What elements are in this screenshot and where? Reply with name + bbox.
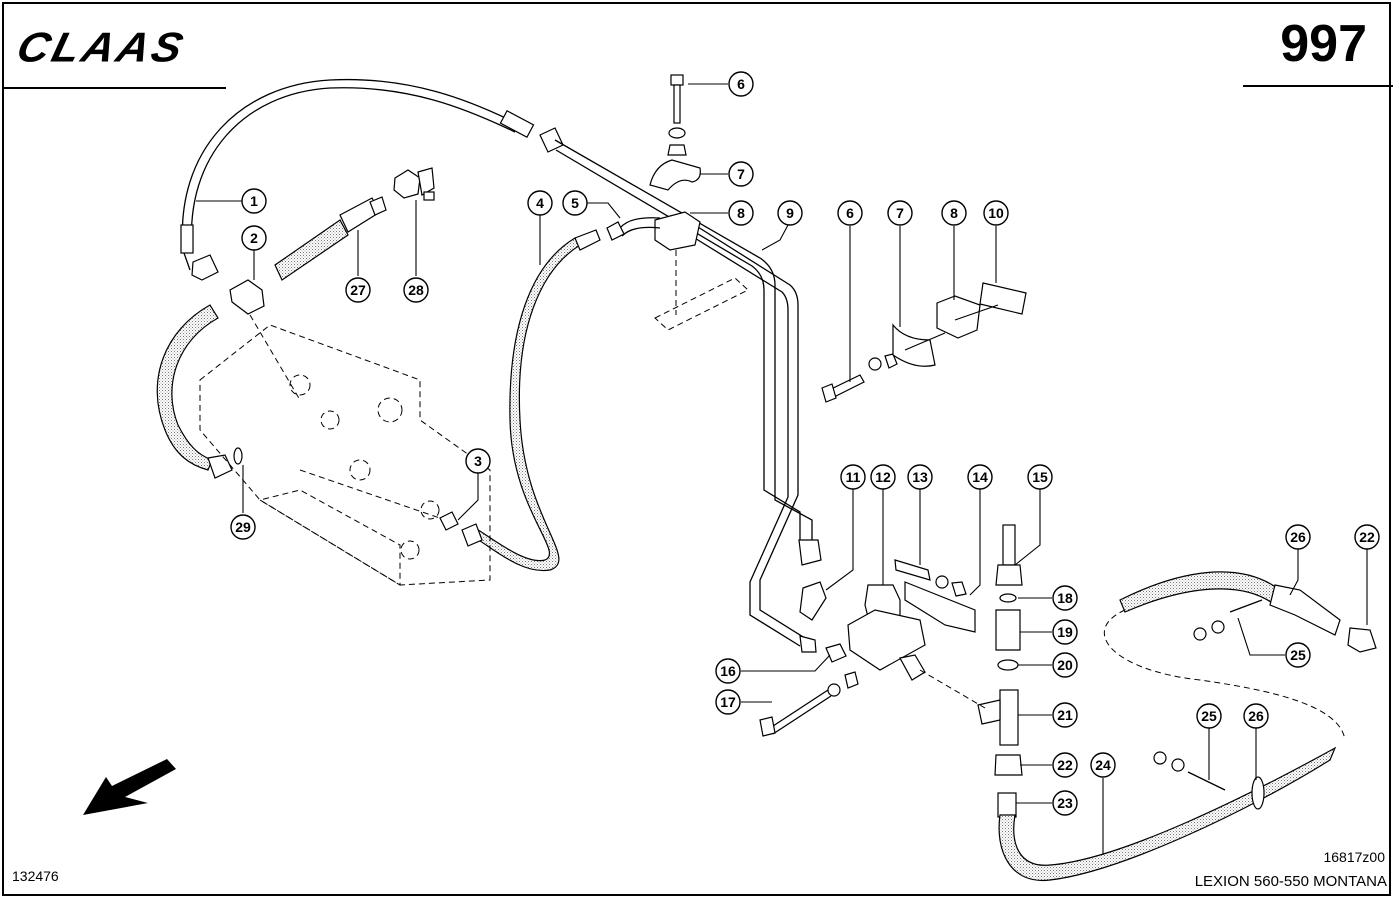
callout-22-lower[interactable]: 22 xyxy=(1052,752,1078,778)
svg-text:11: 11 xyxy=(846,469,861,485)
part-4-hose xyxy=(461,229,601,572)
callout-13[interactable]: 13 xyxy=(907,464,933,490)
svg-text:3: 3 xyxy=(474,453,482,469)
svg-text:17: 17 xyxy=(720,694,736,710)
part-9-pipe xyxy=(539,127,822,653)
part-3-adapter xyxy=(439,511,459,531)
callout-19[interactable]: 19 xyxy=(1052,619,1078,645)
drawing-code: 16817z00 xyxy=(1323,849,1385,865)
callout-6-upper[interactable]: 6 xyxy=(728,71,754,97)
callout-15[interactable]: 15 xyxy=(1027,464,1053,490)
callout-25-upper[interactable]: 25 xyxy=(1285,642,1311,668)
svg-text:27: 27 xyxy=(350,282,366,298)
callout-23[interactable]: 23 xyxy=(1052,790,1078,816)
callout-7-lower[interactable]: 7 xyxy=(887,200,913,226)
callout-3[interactable]: 3 xyxy=(465,448,491,474)
callout-9[interactable]: 9 xyxy=(777,200,803,226)
svg-text:18: 18 xyxy=(1057,590,1073,606)
part-24-hose xyxy=(998,746,1337,882)
leader-lines xyxy=(196,83,1368,855)
callout-2[interactable]: 2 xyxy=(241,225,267,251)
svg-text:5: 5 xyxy=(571,195,579,211)
connector-stack xyxy=(919,524,1023,818)
callout-28[interactable]: 28 xyxy=(403,277,429,303)
callout-10[interactable]: 10 xyxy=(983,200,1009,226)
svg-text:23: 23 xyxy=(1057,795,1073,811)
svg-text:21: 21 xyxy=(1057,707,1073,723)
callout-26-lower[interactable]: 26 xyxy=(1243,703,1269,729)
direction-arrow-icon xyxy=(83,759,176,815)
svg-text:4: 4 xyxy=(536,195,544,211)
svg-text:22: 22 xyxy=(1057,757,1073,773)
svg-text:12: 12 xyxy=(875,469,891,485)
svg-text:6: 6 xyxy=(737,76,745,92)
svg-text:24: 24 xyxy=(1095,757,1111,773)
svg-text:7: 7 xyxy=(896,205,904,221)
callout-8-upper[interactable]: 8 xyxy=(728,200,754,226)
callout-16[interactable]: 16 xyxy=(715,658,741,684)
part-29-hose xyxy=(156,304,243,479)
callout-6-lower[interactable]: 6 xyxy=(837,200,863,226)
svg-text:22: 22 xyxy=(1359,529,1375,545)
callout-7-upper[interactable]: 7 xyxy=(728,161,754,187)
callout-20[interactable]: 20 xyxy=(1052,652,1078,678)
svg-text:25: 25 xyxy=(1290,647,1306,663)
part-28-elbow xyxy=(393,167,435,201)
callout-14[interactable]: 14 xyxy=(967,464,993,490)
page-number: 997 xyxy=(1280,15,1367,73)
callout-26-upper[interactable]: 26 xyxy=(1285,524,1311,550)
svg-text:13: 13 xyxy=(912,469,928,485)
callout-12[interactable]: 12 xyxy=(870,464,896,490)
part-1-hose xyxy=(180,78,535,281)
header-divider-right xyxy=(1243,85,1393,87)
regulator-assembly xyxy=(759,559,976,737)
svg-text:7: 7 xyxy=(737,166,745,182)
callout-29[interactable]: 29 xyxy=(230,514,256,540)
svg-text:2: 2 xyxy=(250,230,258,246)
clamp-assembly-lower xyxy=(821,282,1027,403)
part-26-hose-upper xyxy=(1103,571,1377,741)
callout-22-upper[interactable]: 22 xyxy=(1354,524,1380,550)
svg-text:26: 26 xyxy=(1290,529,1306,545)
svg-text:25: 25 xyxy=(1201,708,1217,724)
callout-4[interactable]: 4 xyxy=(527,190,553,216)
document-id: 132476 xyxy=(12,868,59,884)
machine-model: LEXION 560-550 MONTANA xyxy=(1194,873,1387,890)
callout-8-lower[interactable]: 8 xyxy=(941,200,967,226)
svg-text:29: 29 xyxy=(235,519,251,535)
svg-text:14: 14 xyxy=(972,469,988,485)
clamp-assembly-upper xyxy=(649,74,701,251)
callout-27[interactable]: 27 xyxy=(345,277,371,303)
callout-17[interactable]: 17 xyxy=(715,689,741,715)
valve-block-outline xyxy=(199,314,491,586)
callout-11[interactable]: 11 xyxy=(840,464,866,490)
callout-21[interactable]: 21 xyxy=(1052,702,1078,728)
svg-text:26: 26 xyxy=(1248,708,1264,724)
mounting-plate-outline xyxy=(654,250,749,331)
svg-text:1: 1 xyxy=(250,193,258,209)
svg-text:9: 9 xyxy=(786,205,794,221)
part-5-pipe xyxy=(606,217,661,241)
callout-1[interactable]: 1 xyxy=(241,188,267,214)
svg-text:8: 8 xyxy=(737,205,745,221)
part-2-fitting xyxy=(229,279,265,315)
svg-text:19: 19 xyxy=(1057,624,1073,640)
svg-text:16: 16 xyxy=(720,663,736,679)
callout-24[interactable]: 24 xyxy=(1090,752,1116,778)
svg-text:10: 10 xyxy=(988,205,1004,221)
callout-18[interactable]: 18 xyxy=(1052,585,1078,611)
header-divider-left xyxy=(2,87,226,89)
callout-5[interactable]: 5 xyxy=(562,190,588,216)
callout-25-lower[interactable]: 25 xyxy=(1196,703,1222,729)
svg-text:15: 15 xyxy=(1032,469,1048,485)
svg-text:20: 20 xyxy=(1057,657,1073,673)
svg-text:8: 8 xyxy=(950,205,958,221)
part-27-hose-fitting xyxy=(274,196,387,281)
svg-text:28: 28 xyxy=(408,282,424,298)
svg-text:6: 6 xyxy=(846,205,854,221)
